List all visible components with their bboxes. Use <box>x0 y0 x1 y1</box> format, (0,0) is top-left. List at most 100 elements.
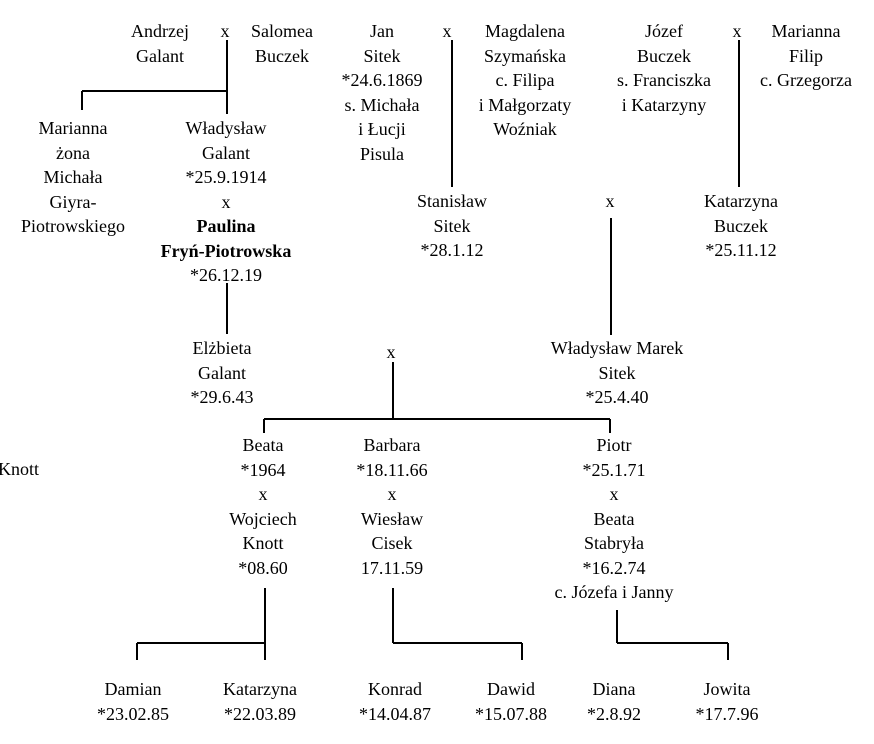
person-line: s. Michała <box>344 94 420 115</box>
person-line: Galant <box>136 45 184 66</box>
person-line: żona <box>56 142 90 163</box>
tree-connector <box>136 643 138 660</box>
person-line: Giyra- <box>49 191 97 212</box>
tree-connector <box>393 642 522 644</box>
person-line: *1964 <box>240 459 286 480</box>
person-line: Władysław <box>185 118 267 138</box>
person-line: s. Franciszka <box>617 70 711 90</box>
person-line: Władysław Marek <box>550 338 684 358</box>
tree-connector <box>264 418 610 420</box>
person-line: Magdalena <box>485 21 565 41</box>
person-line: Szymańska <box>484 45 566 66</box>
person-katarzyna-knott: Katarzyna *22.03.89 <box>223 677 297 726</box>
person-jowita: Jowita *17.7.96 <box>696 677 759 726</box>
person-line: *15.07.88 <box>475 703 547 724</box>
person-line: Buczek <box>637 45 691 66</box>
person-line: x <box>221 191 231 212</box>
person-line: *25.4.40 <box>585 387 649 407</box>
tree-connector <box>81 91 83 110</box>
person-line: Paulina <box>196 216 256 236</box>
person-line: Katarzyna <box>223 679 297 699</box>
person-line: Buczek <box>714 215 768 236</box>
person-line: Buczek <box>255 45 309 66</box>
person-line: *16.2.74 <box>582 557 646 578</box>
person-line: *22.03.89 <box>223 703 296 724</box>
person-line: Elżbieta <box>192 338 252 358</box>
tree-connector <box>616 610 618 643</box>
person-line: Beata <box>242 435 284 455</box>
tree-connector <box>226 283 228 334</box>
person-line: Sitek <box>433 215 471 236</box>
marriage-symbol: x <box>386 342 396 362</box>
person-line: Galant <box>198 362 246 383</box>
person-line: Konrad <box>368 679 422 699</box>
person-line: Cisek <box>371 533 413 553</box>
person-line: x <box>387 484 397 504</box>
person-line: Piotrowskiego <box>20 216 126 236</box>
person-line: *2.8.92 <box>587 703 641 724</box>
person-line: Andrzej <box>131 21 189 41</box>
person-knott-fragment: Knott <box>0 457 39 482</box>
person-line: c. Józefa i Janny <box>554 582 674 602</box>
person-line: Woźniak <box>493 119 557 139</box>
person-line: Marianna <box>38 118 108 138</box>
marriage-symbol: x <box>605 191 615 211</box>
person-line: Stabryła <box>583 533 644 553</box>
person-line: *25.1.71 <box>582 459 646 480</box>
person-line: Piotr <box>596 435 632 455</box>
tree-connector <box>392 362 394 419</box>
person-line: i Łucji <box>358 119 406 139</box>
person-line: Knott <box>242 533 284 553</box>
person-line: Beata <box>593 508 635 529</box>
person-line: *25.9.1914 <box>185 167 267 187</box>
person-line: *14.04.87 <box>359 703 431 724</box>
tree-connector <box>226 40 228 114</box>
person-line: Sitek <box>598 362 636 383</box>
person-line: Michała <box>43 167 103 187</box>
person-line: Jowita <box>703 679 751 699</box>
person-line: i Małgorzaty <box>478 94 572 115</box>
person-line: 17.11.59 <box>360 557 424 578</box>
marriage-symbol: x <box>442 21 452 41</box>
tree-connector <box>263 419 265 433</box>
marriage-symbol: x <box>732 21 742 41</box>
person-line: *08.60 <box>238 557 288 578</box>
person-line: Wiesław <box>360 508 424 529</box>
person-line: Sitek <box>363 45 401 66</box>
person-dawid: Dawid*15.07.88 <box>475 677 547 726</box>
tree-connector <box>264 588 266 660</box>
tree-connector <box>609 419 611 433</box>
person-line: *29.6.43 <box>190 387 254 407</box>
person-line: *25.11.12 <box>705 240 777 260</box>
person-line: *24.6.1869 <box>341 70 423 90</box>
person-line: Galant <box>202 142 250 163</box>
person-line: x <box>258 484 268 504</box>
person-line: Salomea <box>251 21 313 41</box>
person-line: Stanisław <box>417 191 487 211</box>
tree-connector <box>392 588 394 643</box>
tree-connector <box>610 218 612 335</box>
person-line: Filip <box>788 45 823 66</box>
person-line: *17.7.96 <box>695 703 759 724</box>
tree-connector <box>82 90 227 92</box>
tree-connector <box>617 642 728 644</box>
person-line: Diana <box>592 679 636 699</box>
person-line: Barbara <box>363 435 421 455</box>
person-line: Jan <box>370 21 394 41</box>
tree-connector <box>738 40 740 187</box>
person-line: *28.1.12 <box>420 240 484 260</box>
person-line: x <box>609 484 619 504</box>
person-line: Knott <box>0 459 40 479</box>
